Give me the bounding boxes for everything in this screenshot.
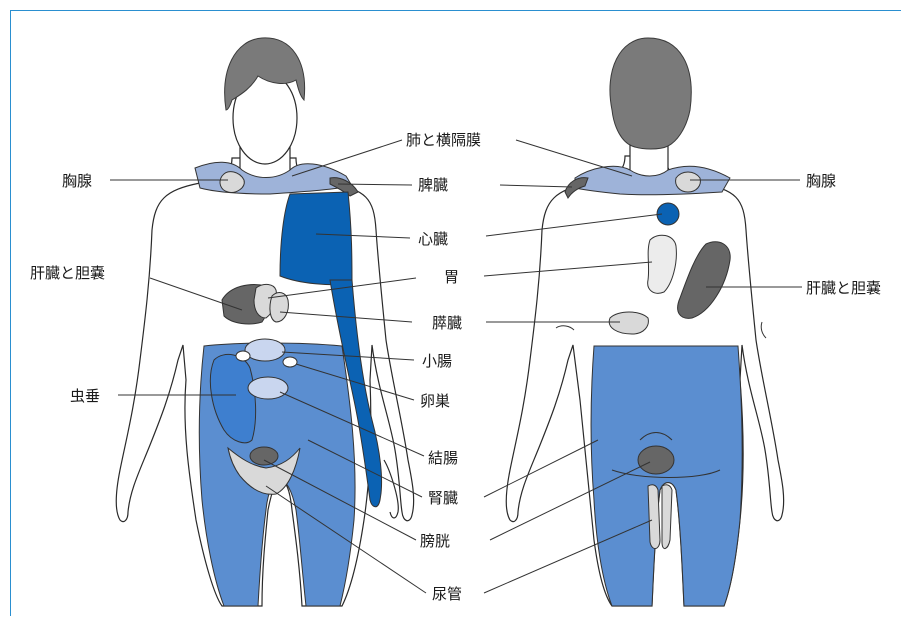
front-ovary-left <box>236 351 250 361</box>
line-kidney-back <box>484 440 598 497</box>
label-heart: 心臓 <box>418 230 448 248</box>
line-lung-back <box>516 140 632 176</box>
label-thymus-right: 胸腺 <box>806 172 836 190</box>
front-bladder-area <box>250 447 278 465</box>
back-thymus <box>676 172 701 192</box>
line-spleen-back <box>500 185 572 187</box>
label-stomach: 胃 <box>444 268 459 286</box>
back-kidney-area <box>591 346 742 606</box>
label-colon: 結腸 <box>428 449 458 467</box>
front-view <box>116 38 413 606</box>
front-ovary-right <box>283 357 297 367</box>
back-bladder-area <box>638 446 674 474</box>
label-ovary: 卵巣 <box>420 392 450 410</box>
label-liver-gb-left: 肝臓と胆嚢 <box>30 264 105 282</box>
label-pancreas: 膵臓 <box>432 314 462 332</box>
label-bladder: 膀胱 <box>420 532 450 550</box>
back-head <box>610 38 691 149</box>
label-appendix: 虫垂 <box>70 387 100 405</box>
front-heart-area <box>280 192 352 285</box>
label-liver-gb-right: 肝臓と胆嚢 <box>806 279 881 297</box>
label-thymus-left: 胸腺 <box>62 172 92 190</box>
front-colon-area <box>248 377 288 399</box>
label-lung-diaphragm: 肺と横隔膜 <box>406 131 481 149</box>
line-lung-front <box>292 140 402 176</box>
front-right-hand <box>384 460 398 518</box>
front-small-intestine-area <box>245 339 285 361</box>
back-pancreas-area <box>609 312 648 334</box>
label-ureter: 尿管 <box>432 585 462 603</box>
label-spleen-front: 脾臓 <box>418 176 448 194</box>
label-kidney: 腎臓 <box>428 489 458 507</box>
label-small-intestine: 小腸 <box>422 352 452 370</box>
